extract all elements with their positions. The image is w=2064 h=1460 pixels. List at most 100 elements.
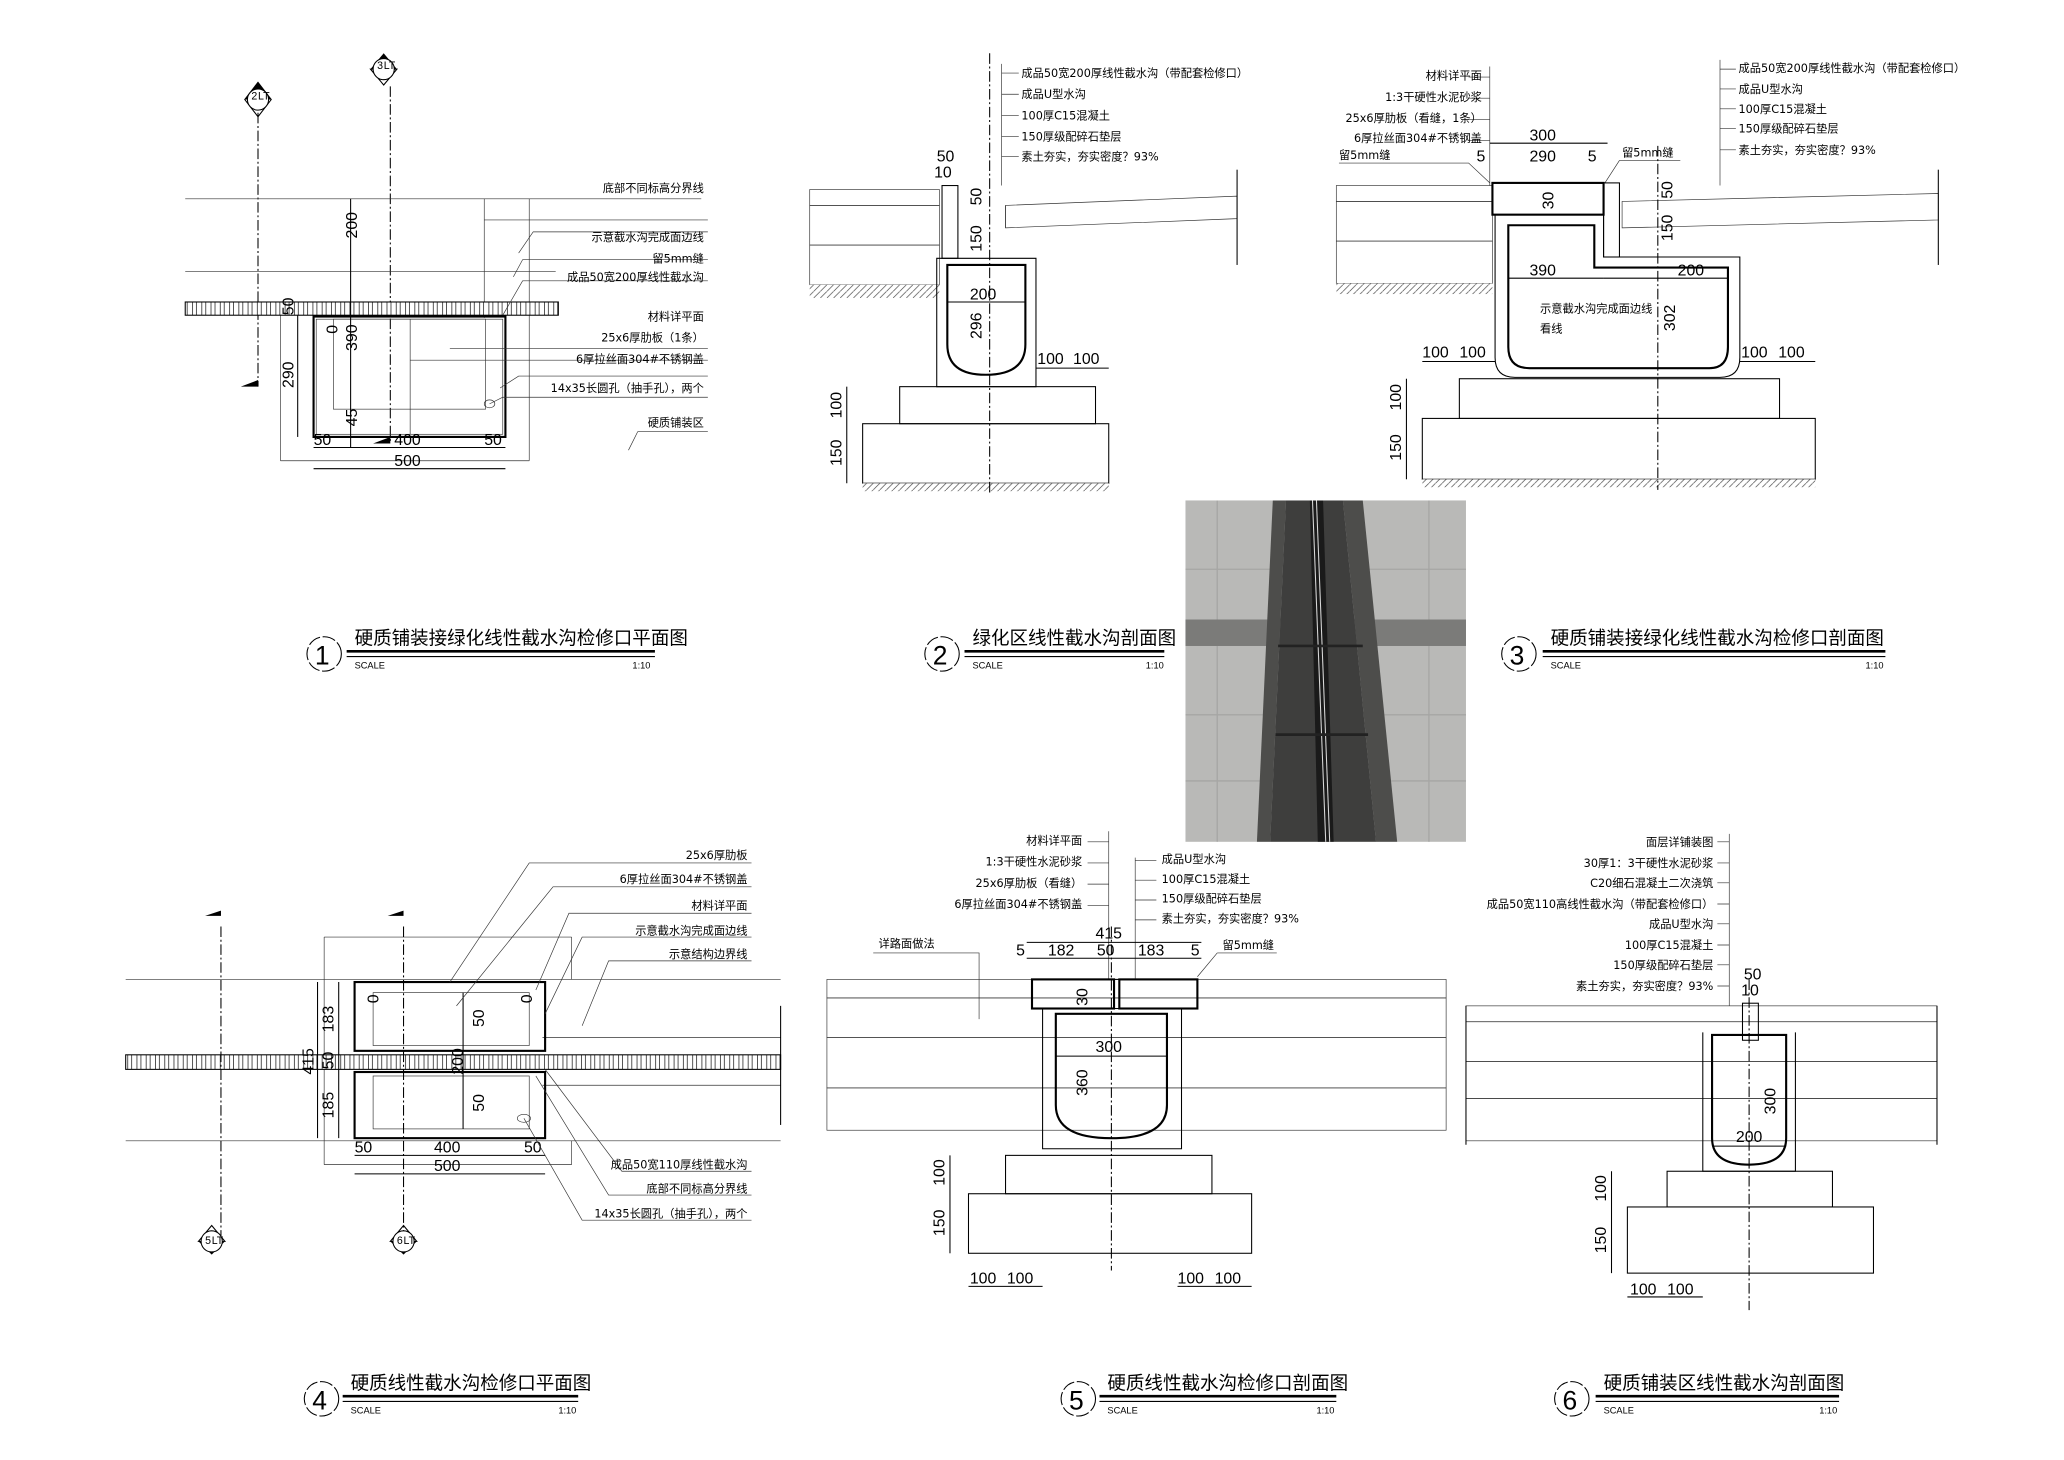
section-marker-6[interactable]: 6 LT: [389, 1224, 418, 1255]
callouts: 底部不同标高分界线 示意截水沟完成面边线 留5mm缝 成品50宽200厚线性截水…: [410, 181, 708, 451]
dim-302: 302: [1662, 304, 1679, 331]
dim-50: 50: [524, 1140, 542, 1157]
drawing-title: 硬质线性截水沟检修口平面图: [351, 1374, 592, 1395]
scale-label: SCALE: [972, 660, 1002, 670]
section-marker-5[interactable]: 5 LT: [197, 1224, 227, 1255]
dim-390: 390: [344, 324, 361, 351]
dim-50: 50: [1097, 943, 1115, 960]
callout: 150厚级配碎石垫层: [1613, 958, 1713, 972]
title-block-6: 6 硬质铺装区线性截水沟剖面图 SCALE 1:10: [1554, 1374, 1844, 1417]
dim-100: 100: [1459, 345, 1486, 362]
dim-5: 5: [1588, 149, 1597, 166]
dim-183: 183: [320, 1006, 337, 1033]
dim-10: 10: [934, 165, 952, 182]
callout: 成品U型水沟: [1649, 917, 1713, 931]
callout: 看线: [1540, 321, 1562, 335]
title-block-2: 2 绿化区线性截水沟剖面图 SCALE 1:10: [924, 629, 1176, 672]
callout: 100厚C15混凝土: [1625, 938, 1714, 952]
dim-183: 183: [1138, 943, 1165, 960]
drawing-title: 硬质线性截水沟检修口剖面图: [1107, 1374, 1348, 1395]
dim-30: 30: [1540, 192, 1557, 210]
callout: C20细石混凝土二次浇筑: [1590, 876, 1713, 890]
dim-150: 150: [1659, 214, 1676, 241]
dim-50-right: 50: [484, 432, 502, 449]
dim-50: 50: [1744, 966, 1762, 983]
marker-number: 5: [205, 1235, 211, 1247]
drawing-1-plan: 2 LT 3 LT 200 390 290 50 0 45 50 400: [184, 53, 708, 470]
callouts: 25x6厚肋板 6厚拉丝面304#不锈钢盖 材料详平面 示意截水沟完成面边线 示…: [449, 848, 752, 1221]
callout: 6厚拉丝面304#不锈钢盖: [620, 872, 748, 886]
drawing-title: 硬质铺装接绿化线性截水沟检修口平面图: [355, 629, 688, 650]
callout: 示意截水沟完成面边线: [1540, 302, 1652, 316]
section-marker-2[interactable]: 2 LT: [244, 81, 272, 118]
dim-500: 500: [394, 453, 421, 470]
dim-50: 50: [355, 1140, 373, 1157]
scale-label: SCALE: [1551, 660, 1581, 670]
callout: 硬质铺装区: [648, 416, 704, 429]
dim-50: 50: [471, 1094, 488, 1112]
dim-150-vertical: 150: [1593, 1227, 1610, 1254]
dim-150: 150: [969, 225, 986, 252]
title-block-5: 5 硬质线性截水沟检修口剖面图 SCALE 1:10: [1060, 1374, 1348, 1417]
dim-400: 400: [394, 432, 421, 449]
dim-10: 10: [1741, 982, 1759, 999]
dim-50-vertical: 50: [969, 188, 986, 206]
callout: 材料详平面: [1426, 69, 1482, 83]
callout: 150厚级配碎石垫层: [1162, 892, 1262, 906]
callout: 留5mm缝: [652, 251, 704, 265]
dim-296: 296: [969, 312, 986, 339]
dim-300: 300: [1529, 128, 1556, 145]
callout: 150厚级配碎石垫层: [1739, 122, 1839, 136]
callout: 100厚C15混凝土: [1739, 102, 1828, 116]
dim-200: 200: [970, 286, 997, 303]
callout: 25x6厚肋板（1条）: [601, 331, 704, 345]
callout: 成品U型水沟: [1021, 87, 1085, 101]
title-block-3: 3 硬质铺装接绿化线性截水沟检修口剖面图 SCALE 1:10: [1501, 629, 1886, 672]
callout: 留5mm缝: [1223, 938, 1275, 952]
dim-100: 100: [1215, 1271, 1242, 1288]
callout: 100厚C15混凝土: [1021, 108, 1110, 122]
drawing-number: 1: [315, 641, 330, 671]
drawing-4-plan: 5 LT 6 LT 183 50 185 415 50 200 50 0 0 5…: [125, 848, 782, 1255]
dim-150-vertical: 150: [828, 439, 845, 466]
dim-390: 390: [1529, 263, 1556, 280]
dim-290: 290: [1529, 149, 1556, 166]
dim-45: 45: [344, 409, 361, 427]
callout: 材料详平面: [1026, 833, 1082, 847]
callout: 成品50宽110高线性截水沟（带配套检修口）: [1487, 897, 1714, 911]
dim-200: 200: [1678, 263, 1705, 280]
dim-150-vertical: 150: [1388, 434, 1405, 461]
callout: 底部不同标高分界线: [603, 181, 704, 195]
dim-100: 100: [1630, 1281, 1657, 1298]
scale-value: 1:10: [632, 660, 650, 670]
dim-100: 100: [1422, 345, 1449, 362]
dim-5: 5: [1016, 943, 1025, 960]
callout: 素土夯实，夯实密度？93%: [1021, 149, 1159, 163]
dim-50: 50: [281, 297, 298, 315]
drawing-number: 3: [1510, 641, 1525, 671]
callout: 30厚1：3干硬性水泥砂浆: [1584, 856, 1714, 870]
marker-sheet: LT: [212, 1235, 224, 1247]
dim-100: 100: [970, 1271, 997, 1288]
cover-plate: [312, 315, 507, 438]
dim-100: 100: [1178, 1271, 1205, 1288]
callout: 6厚拉丝面304#不锈钢盖: [954, 897, 1082, 911]
drawing-number: 6: [1563, 1385, 1578, 1415]
dim-415: 415: [1096, 925, 1123, 942]
callout: 详路面做法: [879, 937, 935, 951]
dim-30: 30: [1075, 988, 1092, 1006]
dim-300: 300: [1096, 1039, 1123, 1056]
callout: 成品50宽110厚线性截水沟: [611, 1158, 748, 1172]
dim-290: 290: [281, 361, 298, 388]
scale-label: SCALE: [355, 660, 385, 670]
dim-0: 0: [365, 994, 382, 1003]
drawing-2-section: 成品50宽200厚线性截水沟（带配套检修口） 成品U型水沟 100厚C15混凝土…: [809, 53, 1248, 493]
section-marker-3[interactable]: 3 LT: [369, 53, 399, 86]
grate-strip: [184, 301, 559, 316]
scale-label: SCALE: [351, 1405, 381, 1415]
callout: 素土夯实，夯实密度？93%: [1739, 143, 1877, 157]
scale-label: SCALE: [1604, 1405, 1634, 1415]
drawing-number: 5: [1069, 1385, 1084, 1415]
callout: 素土夯实，夯实密度？93%: [1162, 912, 1300, 926]
dim-360: 360: [1075, 1069, 1092, 1096]
